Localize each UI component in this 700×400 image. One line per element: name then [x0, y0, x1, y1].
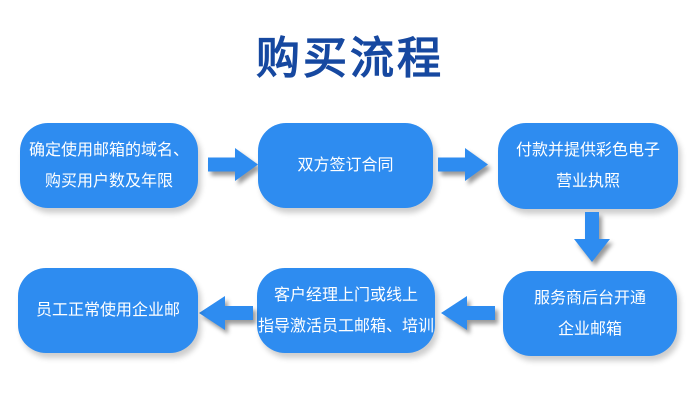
step-box-5: 客户经理上门或线上 指导激活员工邮箱、培训: [257, 268, 435, 353]
step-3-line-2: 营业执照: [555, 173, 620, 190]
step-2-line-1: 双方签订合同: [297, 157, 394, 174]
step-3-line-1: 付款并提供彩色电子: [515, 142, 660, 159]
step-box-3: 付款并提供彩色电子 营业执照: [498, 123, 678, 209]
step-box-6: 员工正常使用企业邮: [18, 268, 198, 353]
arrow-left-icon: [199, 296, 253, 330]
arrow-down-icon: [574, 212, 610, 262]
step-4-line-1: 服务商后台开通: [533, 289, 646, 307]
step-box-4: 服务商后台开通 企业邮箱: [503, 271, 677, 356]
step-1-line-2: 购买用户数及年限: [44, 172, 173, 190]
step-5-line-2: 指导激活员工邮箱、培训: [257, 317, 434, 335]
arrow-right-icon: [208, 148, 258, 181]
step-box-1: 确定使用邮箱的域名、 购买用户数及年限: [20, 123, 198, 208]
step-box-2: 双方签订合同: [258, 123, 433, 208]
step-5-line-1: 客户经理上门或线上: [273, 286, 418, 304]
step-6-line-1: 员工正常使用企业邮: [35, 302, 180, 319]
arrow-right-icon: [438, 148, 488, 181]
step-1-line-1: 确定使用邮箱的域名、: [28, 141, 189, 159]
page-title: 购买流程: [256, 34, 444, 83]
arrow-left-icon: [441, 296, 495, 330]
step-4-line-2: 企业邮箱: [557, 320, 622, 338]
